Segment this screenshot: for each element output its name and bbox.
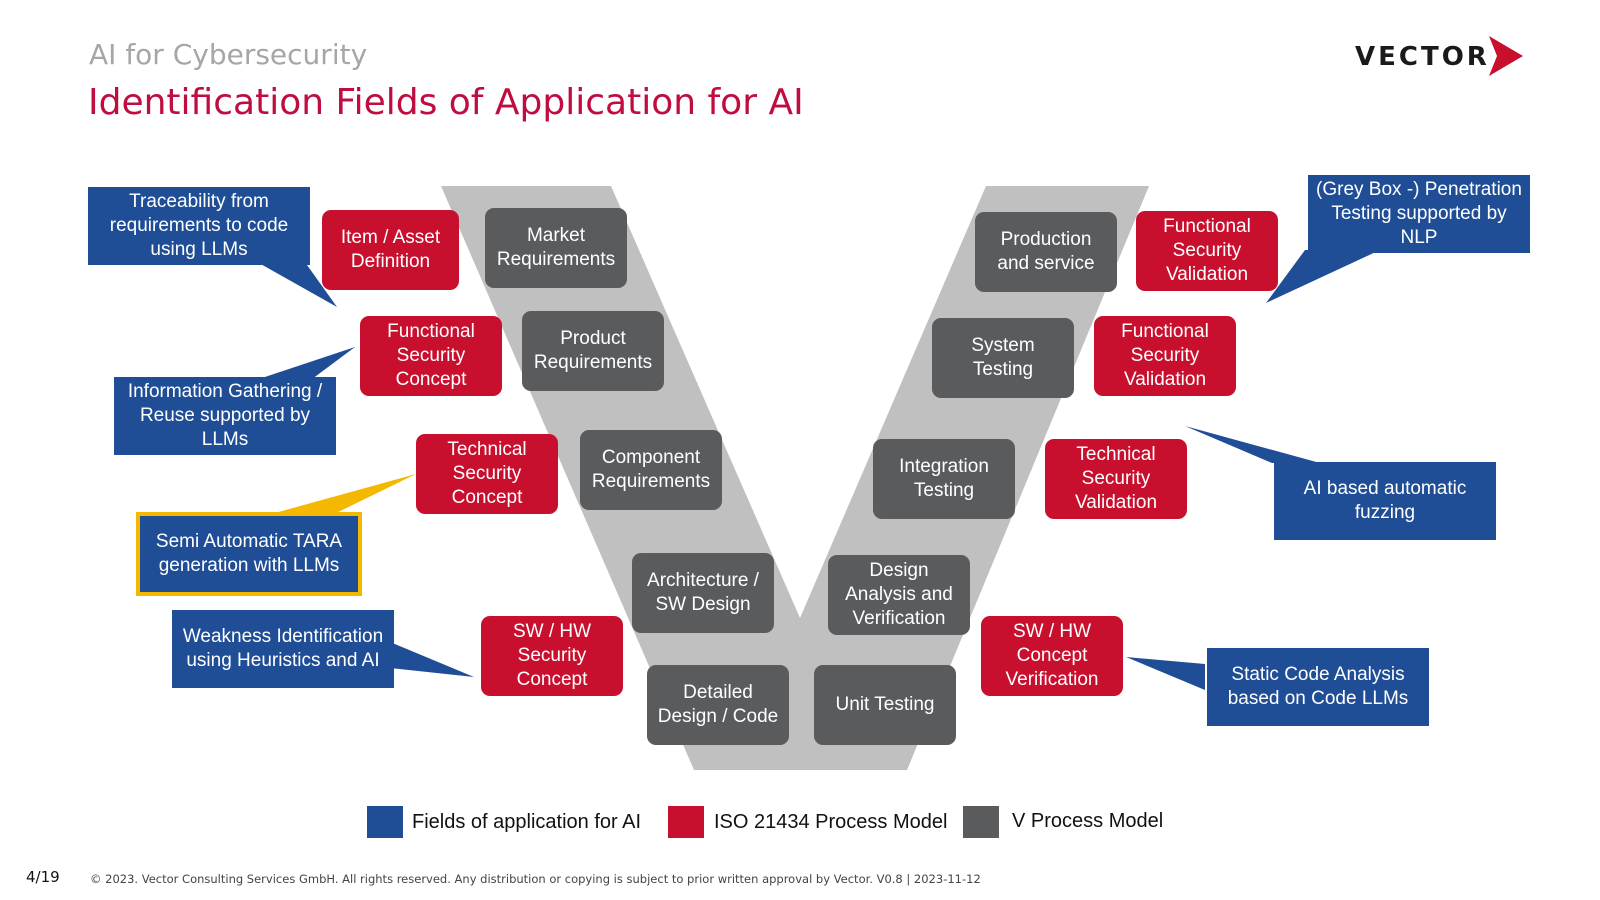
v-box-production-and-service: Production and service [975, 212, 1117, 292]
ai-field-information-gathering: Information Gathering / Reuse supported … [114, 377, 336, 455]
ai-field-semi-automatic-tara: Semi Automatic TARA generation with LLMs [136, 512, 362, 596]
v-box-system-testing: System Testing [932, 318, 1074, 398]
callout-pointer-fuzzing [1185, 426, 1320, 463]
presentation-subtitle: AI for Cybersecurity [89, 38, 368, 71]
ai-field-weakness-identification: Weakness Identification using Heuristics… [172, 610, 394, 688]
callout-pointer-traceability [250, 258, 337, 307]
v-box-unit-testing: Unit Testing [814, 665, 956, 745]
copyright-notice: © 2023. Vector Consulting Services GmbH.… [90, 872, 981, 886]
v-box-product-requirements: Product Requirements [522, 311, 664, 391]
logo-text: VECTOR [1355, 42, 1490, 72]
iso-box-technical-security-concept: Technical Security Concept [416, 434, 558, 514]
logo-chevron-icon [1489, 36, 1523, 76]
slide-title: Identification Fields of Application for… [88, 82, 804, 123]
ai-field-penetration-testing: (Grey Box -) Penetration Testing support… [1308, 175, 1530, 253]
v-box-detailed-design-code: Detailed Design / Code [647, 665, 789, 745]
legend-swatch-iso [668, 806, 704, 838]
ai-field-traceability: Traceability from requirements to code u… [88, 187, 310, 265]
iso-box-sw-hw-security-concept: SW / HW Security Concept [481, 616, 623, 696]
iso-box-functional-security-concept: Functional Security Concept [360, 316, 502, 396]
v-box-integration-testing: Integration Testing [873, 439, 1015, 519]
page-number: 4/19 [26, 868, 60, 886]
legend-swatch-ai [367, 806, 403, 838]
ai-field-automatic-fuzzing: AI based automatic fuzzing [1274, 462, 1496, 540]
legend-label-v: V Process Model [1012, 810, 1164, 832]
iso-box-functional-security-validation-lower: Functional Security Validation [1094, 316, 1236, 396]
iso-box-item-asset-definition: Item / Asset Definition [322, 210, 459, 290]
callout-pointer-static-code [1126, 657, 1205, 690]
vector-logo: VECTOR [1355, 36, 1530, 82]
legend-swatch-v [963, 806, 999, 838]
v-box-market-requirements: Market Requirements [485, 208, 627, 288]
v-box-design-analysis-verification: Design Analysis and Verification [828, 555, 970, 635]
ai-field-static-code-analysis: Static Code Analysis based on Code LLMs [1207, 648, 1429, 726]
v-box-component-requirements: Component Requirements [580, 430, 722, 510]
callout-pointer-weakness [390, 642, 474, 677]
legend-label-ai: Fields of application for AI [412, 811, 642, 833]
callout-pointer-tara [264, 474, 416, 516]
iso-box-sw-hw-concept-verification: SW / HW Concept Verification [981, 616, 1123, 696]
callout-pointer-penetration [1266, 250, 1380, 303]
iso-box-functional-security-validation-upper: Functional Security Validation [1136, 211, 1278, 291]
legend-label-iso: ISO 21434 Process Model [714, 811, 948, 833]
v-box-architecture-sw-design: Architecture / SW Design [632, 553, 774, 633]
iso-box-technical-security-validation: Technical Security Validation [1045, 439, 1187, 519]
